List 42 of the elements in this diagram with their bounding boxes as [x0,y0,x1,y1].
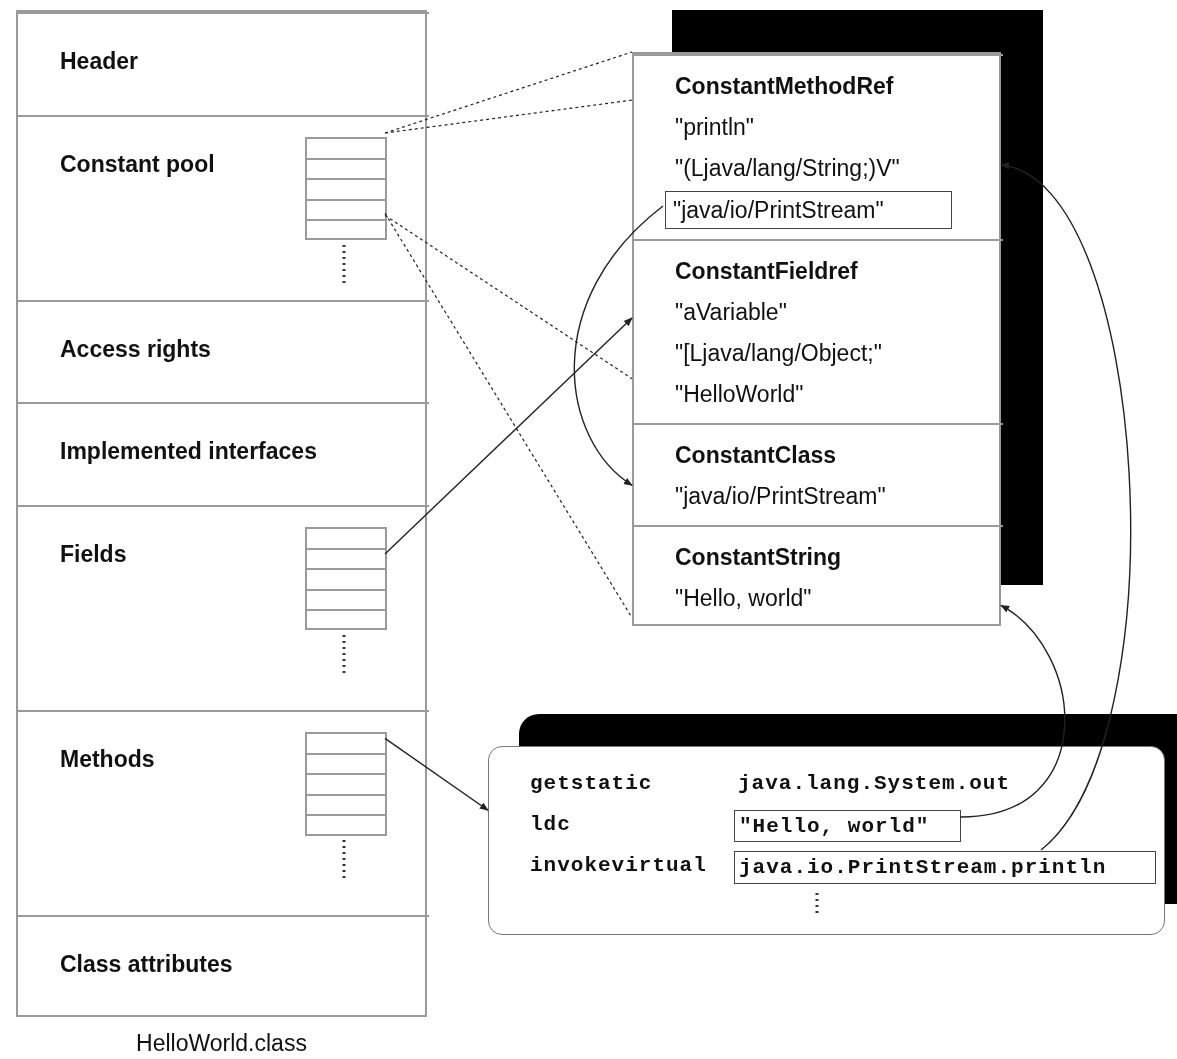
arrow [384,737,489,811]
operand-text: "Hello, world" [739,814,930,838]
section-title: Constant pool [60,151,216,178]
section-title: Fields [60,541,128,568]
entry-heading: ConstantString [675,543,843,572]
operand-text: java.io.PrintStream.println [739,856,1107,879]
entry-value: "println" [675,113,755,142]
dotted-line [384,214,633,380]
section-title: Implemented interfaces [60,438,318,465]
entry-value: "Hello, world" [675,584,813,613]
entry-value: "java/io/PrintStream" [673,196,884,224]
entry-heading: ConstantMethodRef [675,72,895,101]
instruction-text: java.lang.System.out [738,771,1011,797]
arrow [959,604,1066,818]
dotted-line [384,99,633,134]
section-title: Class attributes [60,951,234,978]
entry-value: "[Ljava/lang/Object;" [675,339,883,368]
entry-value: "(Ljava/lang/String;)V" [675,154,901,183]
entry-value: "HelloWorld" [675,380,805,409]
arrow [1000,164,1132,851]
index-table [305,732,387,836]
dotted-line [384,51,633,134]
file-caption: HelloWorld.class [135,1030,308,1057]
index-table [305,527,387,630]
bytecode-panel [488,746,1165,935]
instruction-text: getstatic [530,771,653,797]
arrow [573,205,664,486]
constant-pool-panel [632,52,1001,626]
entry-heading: ConstantClass [675,441,838,470]
section-title: Methods [60,746,156,773]
instruction-text: ldc [530,812,571,838]
entry-value: "aVariable" [675,298,788,327]
index-table [305,137,387,240]
operand-box [734,851,1156,884]
arrow [384,317,633,555]
operand-box [734,810,961,842]
entry-heading: ConstantFieldref [675,257,859,286]
section-title: Access rights [60,336,212,363]
entry-value: "java/io/PrintStream" [675,482,887,511]
section-title: Header [60,48,139,75]
reference-box [665,191,952,229]
instruction-text: invokevirtual [530,853,707,879]
